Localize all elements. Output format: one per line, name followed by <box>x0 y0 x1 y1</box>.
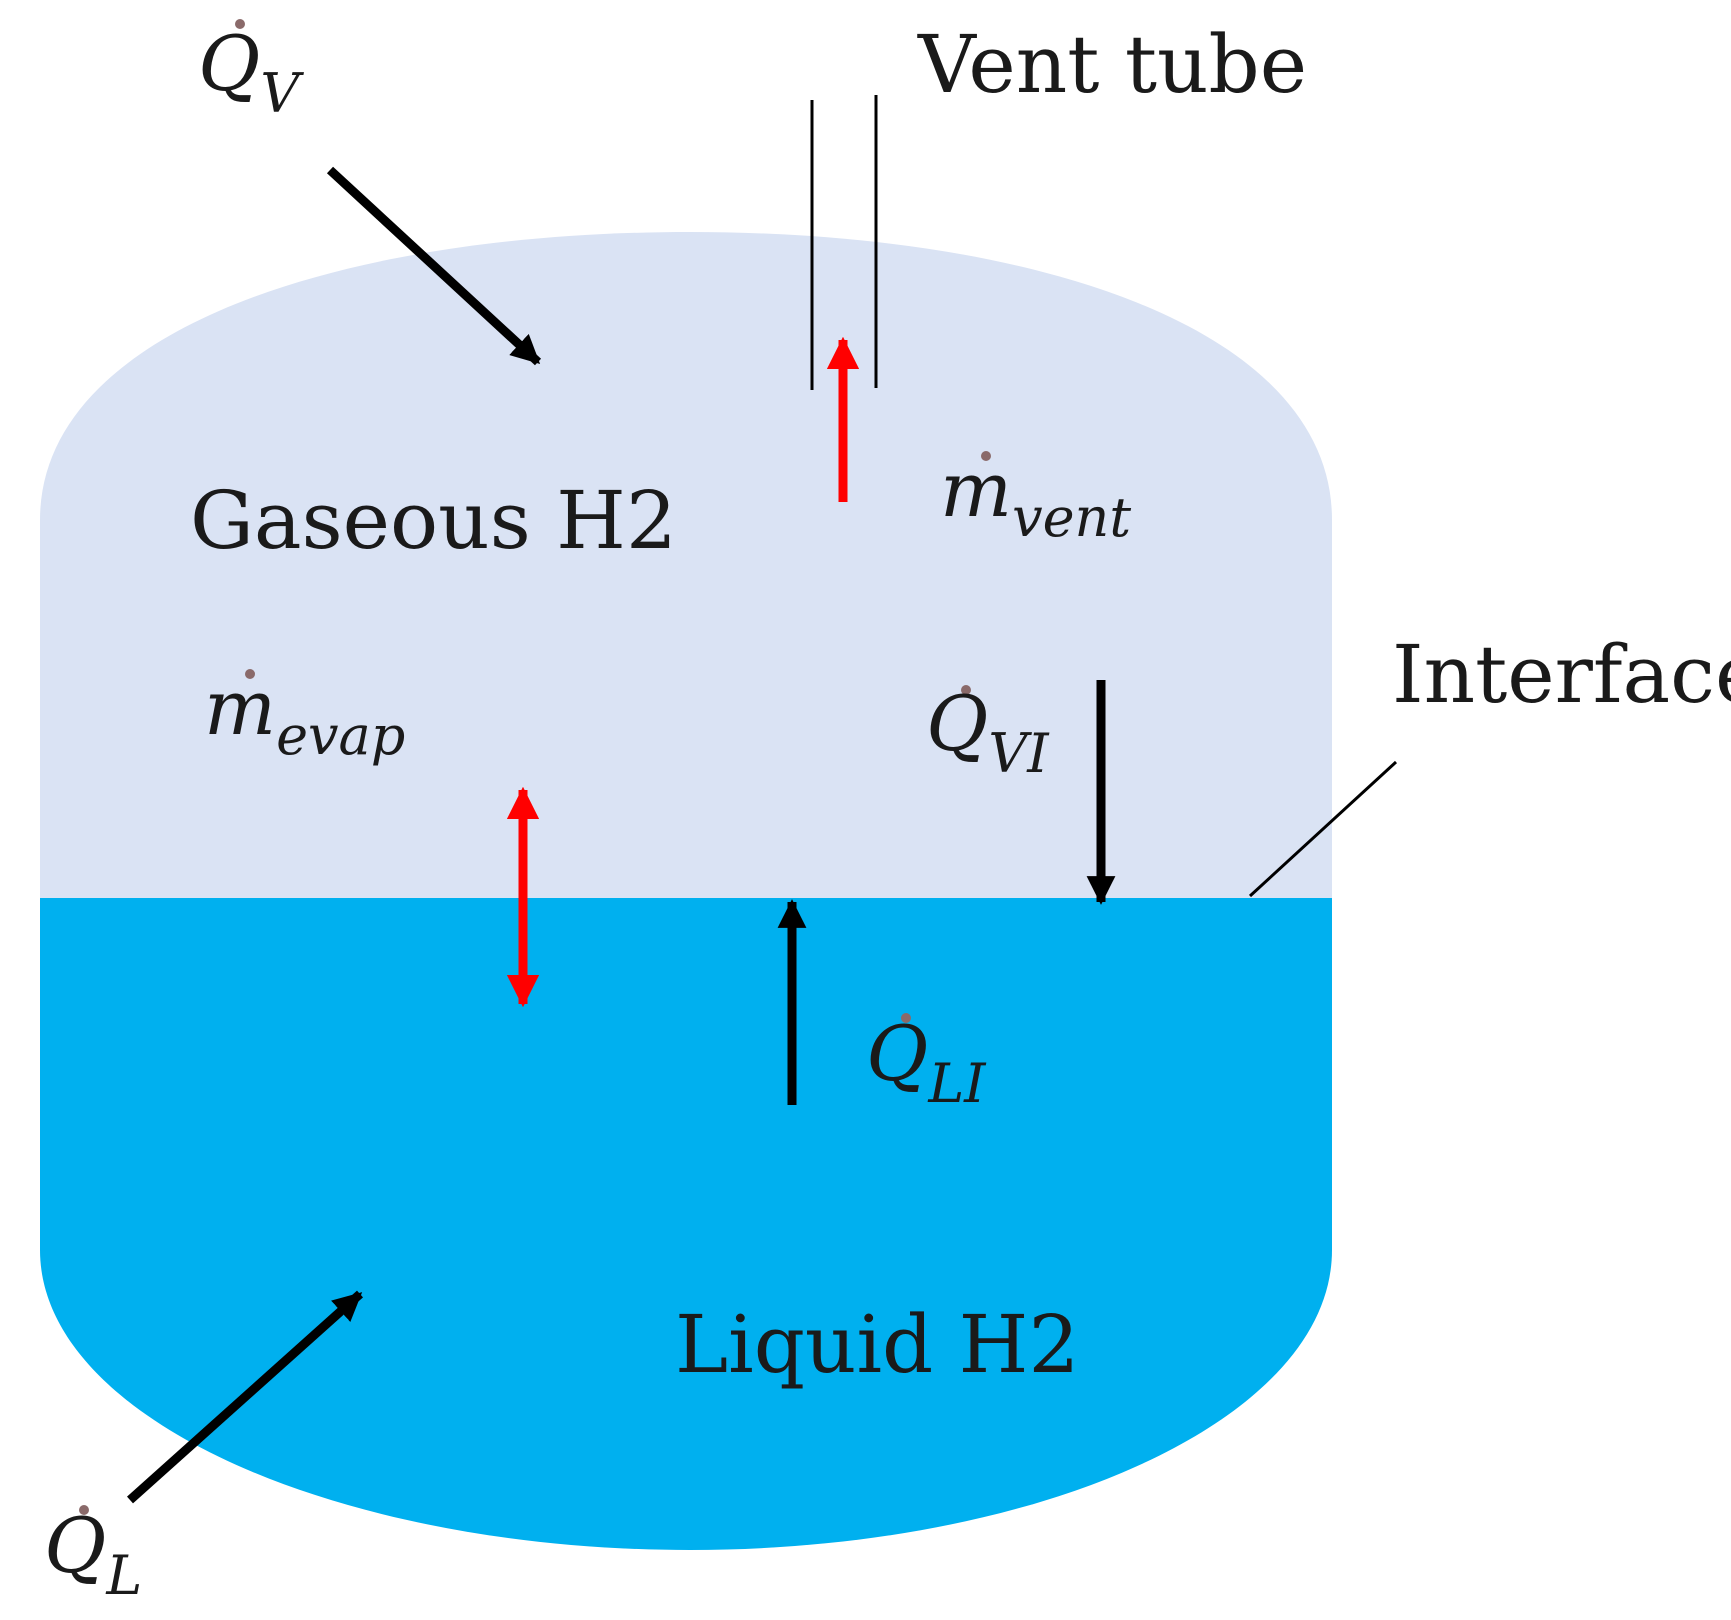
symbol-q-v: QV <box>198 19 304 125</box>
svg-text:mvent: mvent <box>940 445 1131 549</box>
symbol-m-evap: mevap <box>204 663 405 767</box>
dot-accent <box>981 451 991 461</box>
svg-text:QVI: QVI <box>926 679 1050 785</box>
dot-accent <box>235 19 245 29</box>
symbol-q-l: QL <box>44 1501 142 1607</box>
symbol-q-li: QLI <box>866 1009 987 1115</box>
qv-arrow <box>326 166 542 366</box>
svg-text:QLI: QLI <box>866 1009 987 1115</box>
liquid-region <box>40 898 1332 1550</box>
dot-accent <box>901 1013 911 1023</box>
dot-accent <box>961 685 971 695</box>
gaseous-h2-label: Gaseous H2 <box>190 474 677 567</box>
svg-text:QV: QV <box>198 19 304 125</box>
ql-arrow <box>126 1290 364 1504</box>
symbol-q-vi: QVI <box>926 679 1050 785</box>
gas-region <box>40 232 1332 898</box>
dot-accent <box>245 669 255 679</box>
liquid-h2-label: Liquid H2 <box>675 1298 1079 1391</box>
svg-text:mevap: mevap <box>204 663 405 767</box>
vent-tube <box>810 95 878 390</box>
svg-text:QL: QL <box>44 1501 142 1607</box>
dot-accent <box>79 1505 89 1515</box>
vent-tube-label: Vent tube <box>917 18 1307 111</box>
interface-leader-line <box>1248 760 1398 898</box>
interface-label: Interface <box>1392 628 1731 721</box>
symbol-m-vent: mvent <box>940 445 1131 549</box>
